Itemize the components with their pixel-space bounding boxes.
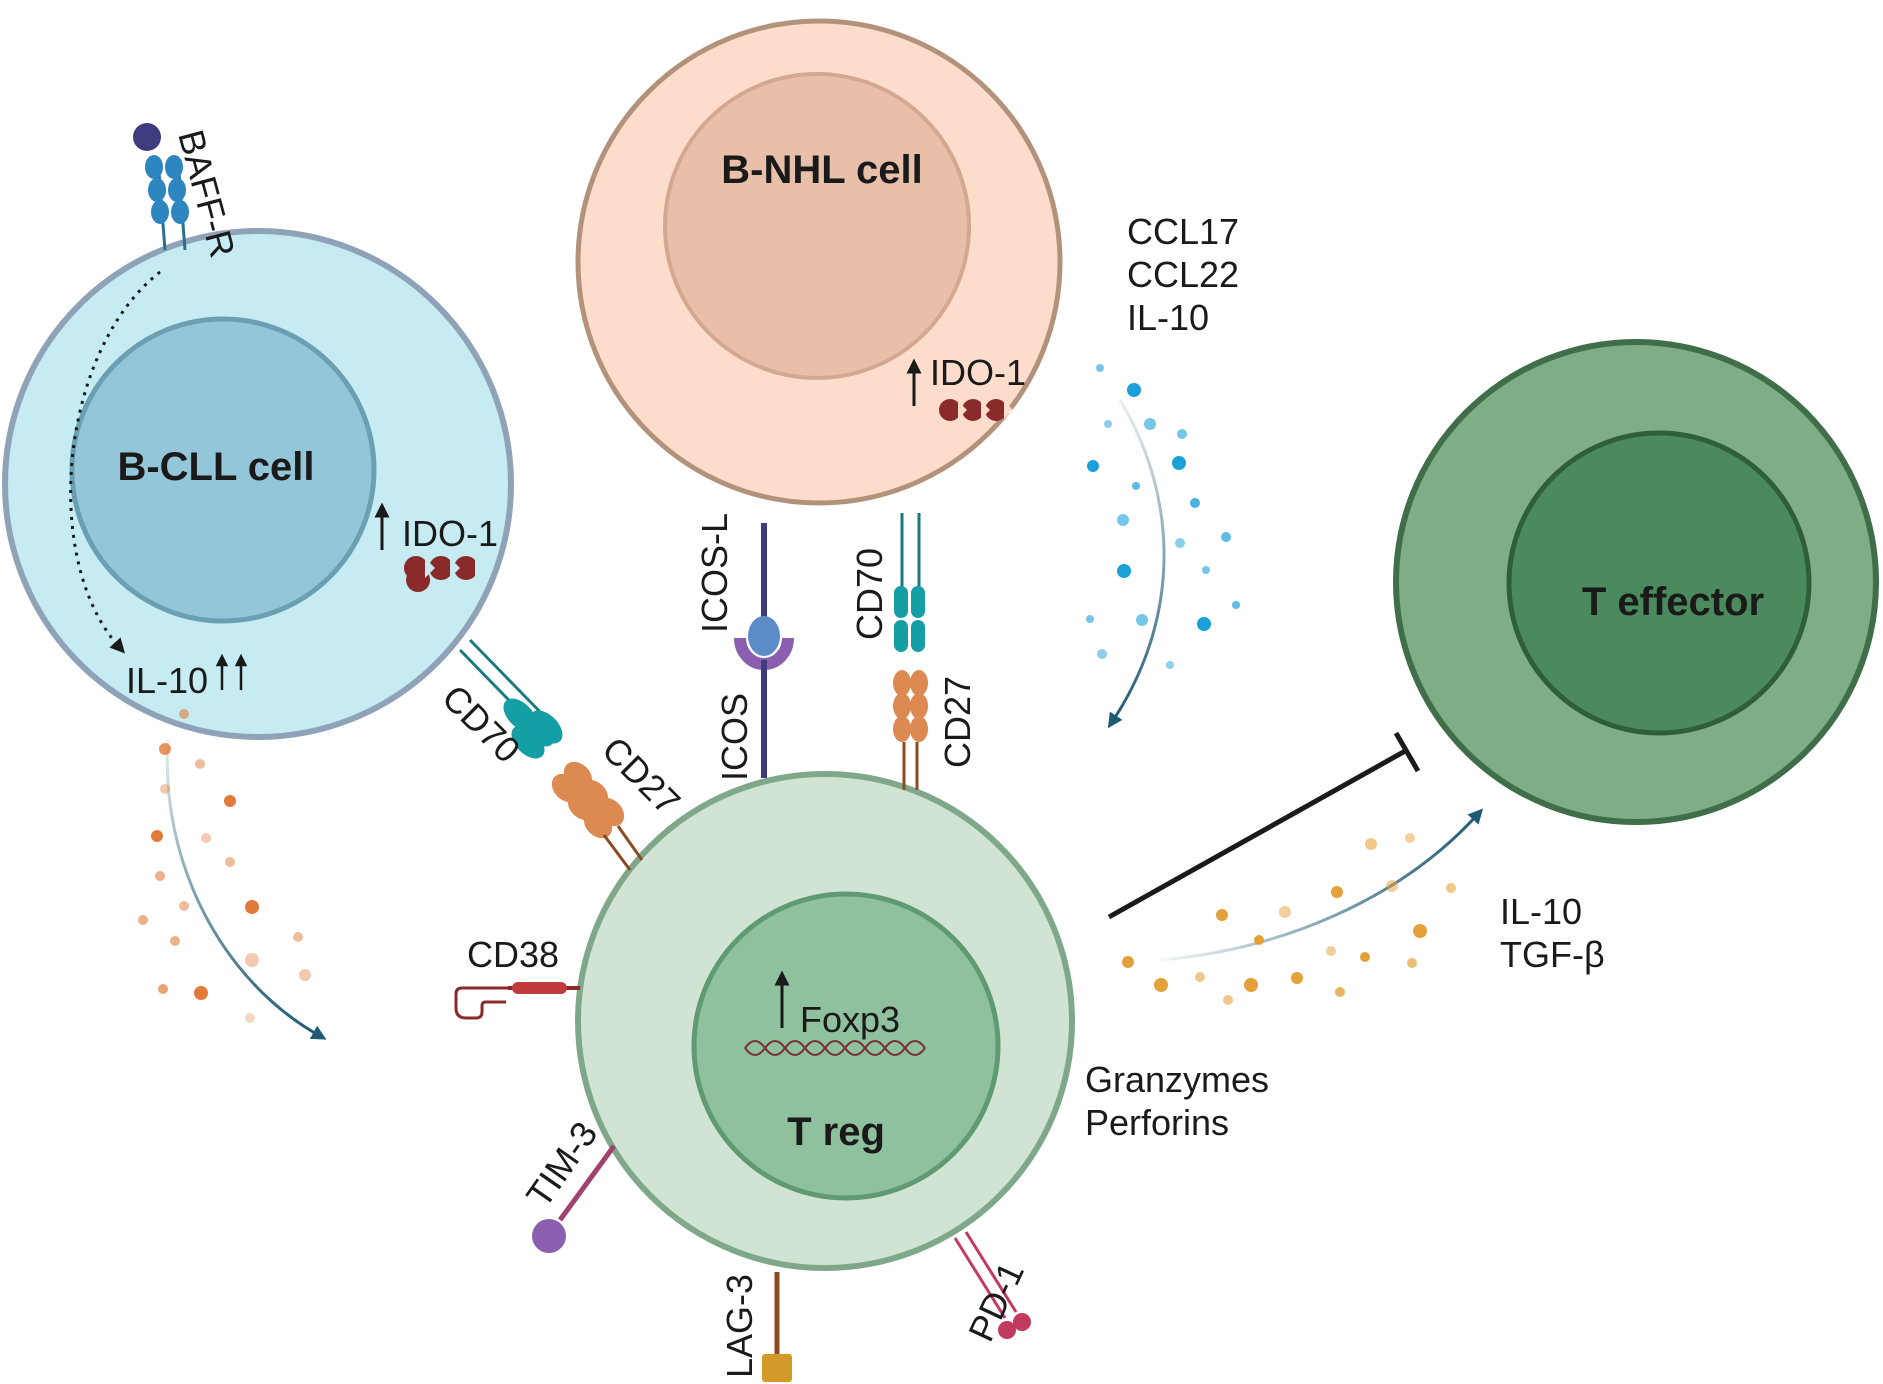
nhl-secreted-1: CCL17 — [1127, 211, 1239, 252]
cytotoxic-molecules: Granzymes Perforins — [1085, 1059, 1269, 1143]
bnhl-nucleus — [663, 72, 971, 380]
cd38-receptor: CD38 — [454, 934, 580, 1020]
pd1-receptor: PD-1 — [953, 1231, 1032, 1348]
baffr-signal-arrow — [69, 270, 161, 654]
cytotoxic-2: Perforins — [1085, 1102, 1229, 1143]
bnhl-ido-enzyme-icon — [939, 399, 1013, 421]
tim3-receptor: TIM-3 — [518, 1114, 617, 1253]
cll-cd70-cd27-bridge: CD70 CD27 — [434, 638, 688, 871]
cytotoxic-1: Granzymes — [1085, 1059, 1269, 1100]
bnhl-cell: B-NHL cell IDO-1 — [575, 18, 1063, 506]
nhl-cd70-cd27-bridge: CD70 CD27 — [849, 513, 978, 790]
bcll-ido-enzyme-icon — [404, 556, 485, 592]
nhl-secreted-3: IL-10 — [1127, 297, 1209, 338]
bcll-label: B-CLL cell — [117, 445, 314, 489]
treg-secretion: IL-10 TGF-β — [1122, 808, 1605, 1005]
teff-label: T effector — [1582, 580, 1764, 624]
bnhl-ido-label: IDO-1 — [930, 352, 1026, 393]
bcll-il10-label: IL-10 — [126, 660, 208, 701]
nhl-secretion: CCL17 CCL22 IL-10 — [1086, 211, 1240, 729]
cd38-label: CD38 — [467, 934, 559, 975]
nhl-cd27-label: CD27 — [937, 676, 978, 768]
icosl-label: ICOS-L — [694, 513, 735, 633]
il10-up-arrows-icon — [215, 653, 248, 690]
icos-label: ICOS — [714, 693, 755, 781]
treg-secreted-2: TGF-β — [1500, 934, 1605, 975]
treg-cell: Foxp3 T reg — [575, 771, 1075, 1271]
lag3-label: LAG-3 — [719, 1274, 760, 1378]
cll-secretion — [138, 709, 327, 1040]
bcll-cell: B-CLL cell IDO-1 IL-10 — [2, 228, 514, 740]
inhibition-arrow — [1107, 731, 1421, 920]
dna-icon — [744, 1040, 926, 1056]
treg-secreted-1: IL-10 — [1500, 891, 1582, 932]
teff-nucleus — [1506, 430, 1812, 736]
pd1-label: PD-1 — [960, 1256, 1032, 1348]
foxp3-label: Foxp3 — [800, 999, 900, 1040]
bcll-ido-label: IDO-1 — [402, 513, 498, 554]
treg-label: T reg — [787, 1110, 885, 1154]
teff-cell: T effector — [1393, 339, 1879, 825]
icos-bridge: ICOS-L ICOS — [694, 513, 794, 781]
nhl-cd70-label: CD70 — [849, 548, 890, 640]
nhl-secreted-2: CCL22 — [1127, 254, 1239, 295]
bcll-nucleus — [69, 316, 377, 624]
lag3-receptor: LAG-3 — [719, 1272, 792, 1382]
tim3-label: TIM-3 — [518, 1114, 606, 1215]
bnhl-label: B-NHL cell — [721, 148, 923, 192]
